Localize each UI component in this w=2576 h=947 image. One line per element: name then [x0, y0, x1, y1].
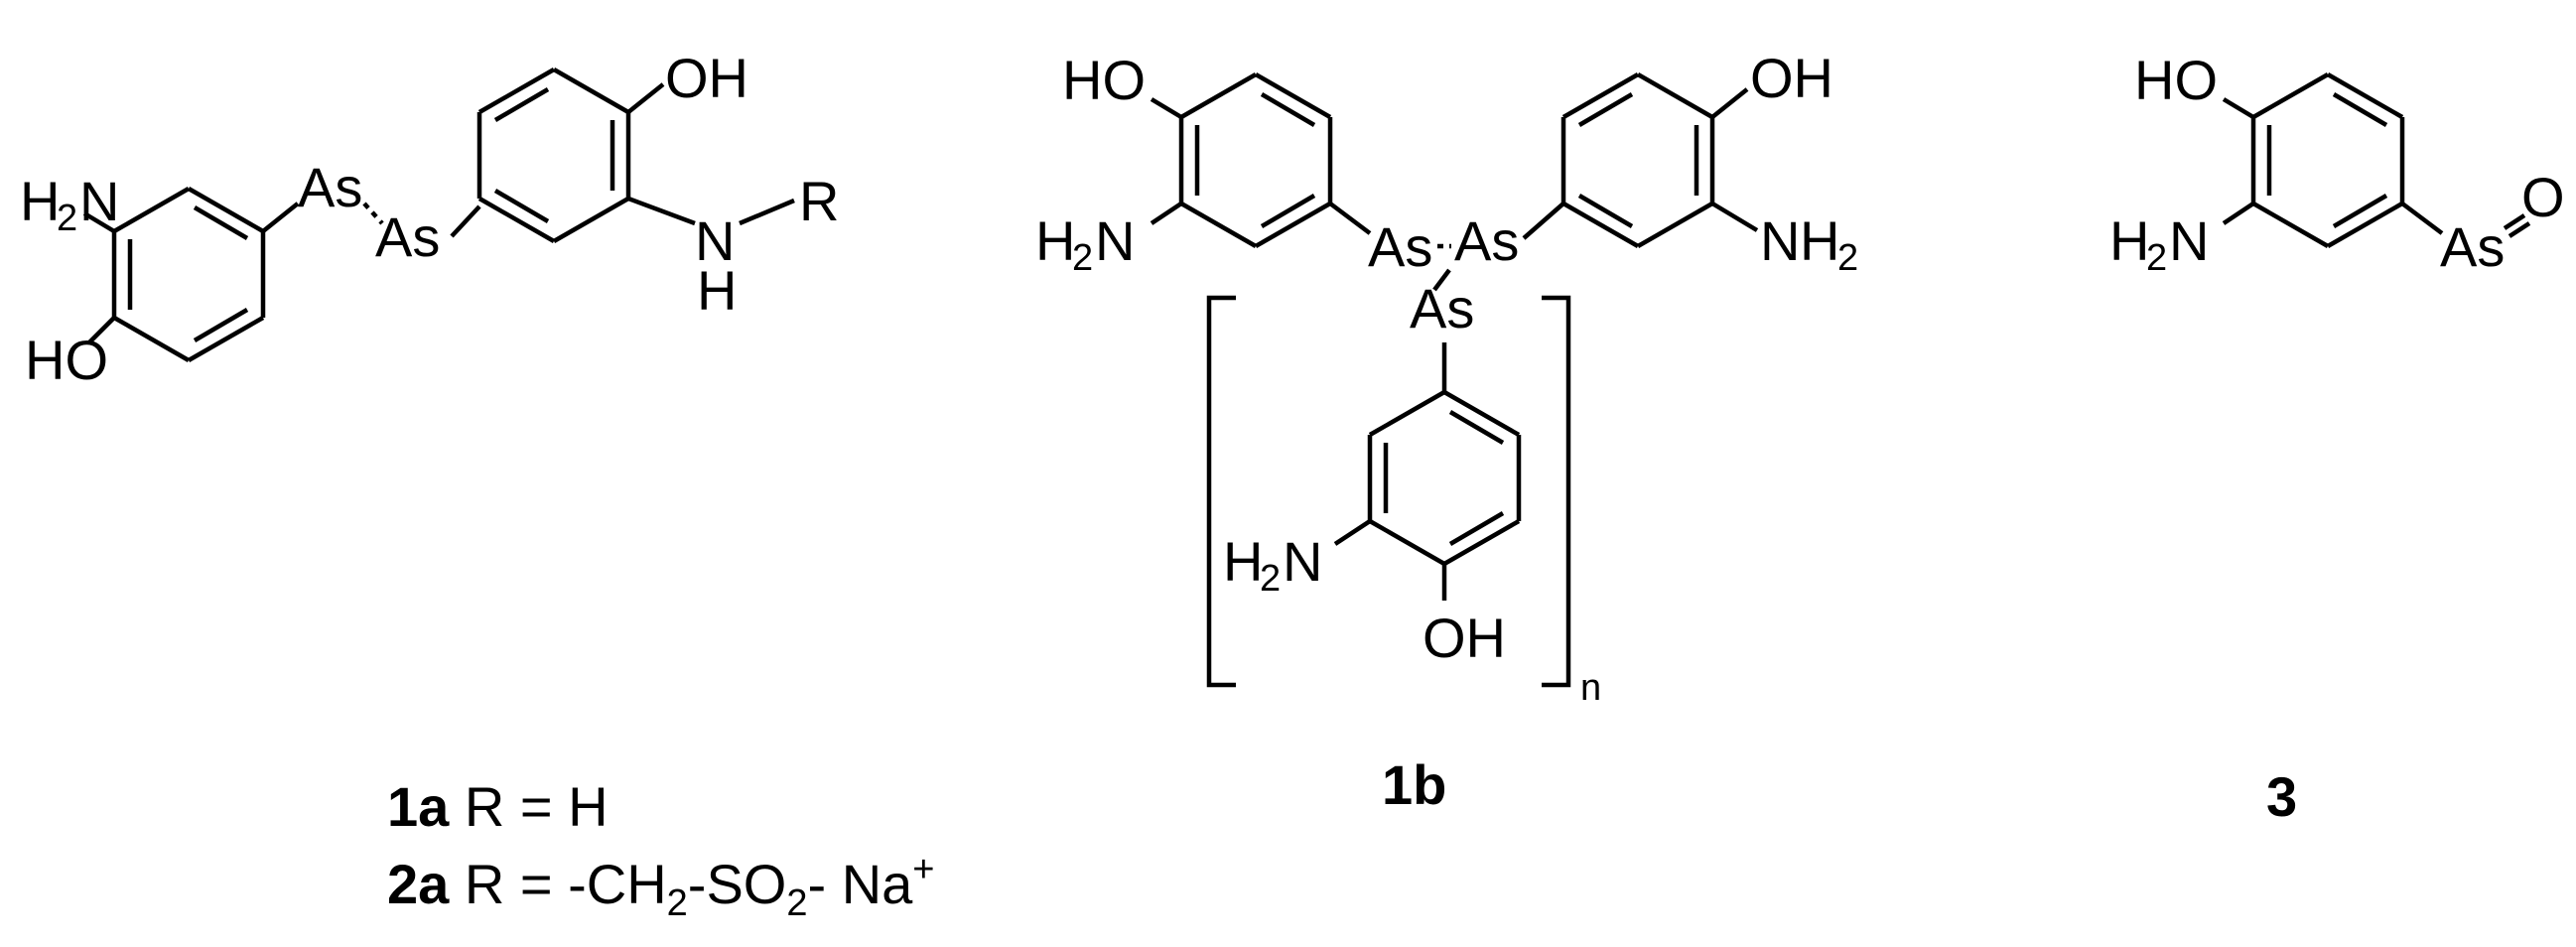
oh-1a: OH	[665, 47, 748, 109]
as-1b-2: As	[1454, 209, 1519, 272]
h2n-1b-bottom-sub: 2	[1260, 558, 1281, 600]
structure-1b-ring-bottom	[1367, 390, 1522, 566]
text-2a-sup: +	[912, 849, 934, 890]
h2n-3-h: H	[2109, 209, 2149, 272]
caption-2a: 2a R = -CH2-SO2- Na+	[387, 849, 935, 924]
structure-1a-left-ring	[111, 187, 266, 362]
text-2a-b: -SO	[688, 853, 787, 915]
structure-1b: HO H 2 N As As As OH N H 2	[1035, 47, 1858, 709]
bracket-left	[1206, 295, 1236, 688]
label-1b: 1b	[1382, 753, 1446, 816]
h2n-1b-bottom-h: H	[1223, 530, 1263, 593]
nh2-1b-sub: 2	[1837, 237, 1858, 279]
bracket-right	[1542, 295, 1571, 688]
ho-left: HO	[25, 329, 108, 391]
structure-3-ring	[2250, 72, 2405, 248]
as-left-1: As	[298, 156, 362, 218]
h2n-1b-left-h: H	[1035, 209, 1075, 272]
as-left-2: As	[375, 205, 440, 268]
oh-1b-bottom: OH	[1423, 607, 1506, 669]
structure-1a-right-ring	[476, 68, 631, 243]
h2n-1b-left-sub: 2	[1072, 237, 1093, 279]
nh2-1b-n: N	[1760, 209, 1800, 272]
structure-3: HO H 2 N As O	[2109, 49, 2565, 279]
svg-text:1a R = H: 1a R = H	[387, 775, 609, 838]
h2n-1b-bottom-n: N	[1283, 530, 1322, 593]
h2n-left-n: N	[79, 170, 119, 232]
h2n-3-sub: 2	[2146, 237, 2167, 279]
as-3: As	[2440, 215, 2505, 278]
label-2a: 2a	[387, 853, 450, 915]
h2n-left-h: H	[20, 170, 60, 232]
oh-1b-right: OH	[1750, 47, 1833, 109]
h2n-left-sub: 2	[57, 198, 77, 239]
h2n-1b-left-n: N	[1095, 209, 1135, 272]
structure-1b-ring-left	[1178, 72, 1333, 248]
ho-3: HO	[2134, 49, 2218, 111]
as-1b-3: As	[1410, 277, 1474, 339]
text-1a: R = H	[449, 775, 608, 838]
r-1a: R	[799, 170, 839, 232]
n-1a: N	[695, 209, 735, 272]
svg-text:2a R = -CH2-SO2- Na+: 2a R = -CH2-SO2- Na+	[387, 849, 935, 924]
nh2-1b-h: H	[1800, 209, 1839, 272]
caption-1a: 1a R = H	[387, 775, 609, 838]
text-2a-a: R = -CH	[449, 853, 666, 915]
o-3: O	[2521, 166, 2565, 228]
as-1b-1: As	[1368, 215, 1432, 278]
label-1a: 1a	[387, 775, 450, 838]
text-2a-sub2: 2	[786, 882, 807, 924]
h2n-3-n: N	[2169, 209, 2209, 272]
polymer-subscript-n: n	[1580, 667, 1601, 709]
structure-1a-2a: H 2 N HO As As OH N H R	[20, 47, 839, 391]
structure-1b-ring-right	[1560, 72, 1715, 248]
text-2a-sub1: 2	[667, 882, 688, 924]
text-2a-c: - Na	[808, 853, 914, 915]
label-3: 3	[2266, 765, 2297, 828]
nh-h-1a: H	[697, 259, 737, 322]
ho-1b-left: HO	[1062, 49, 1146, 111]
